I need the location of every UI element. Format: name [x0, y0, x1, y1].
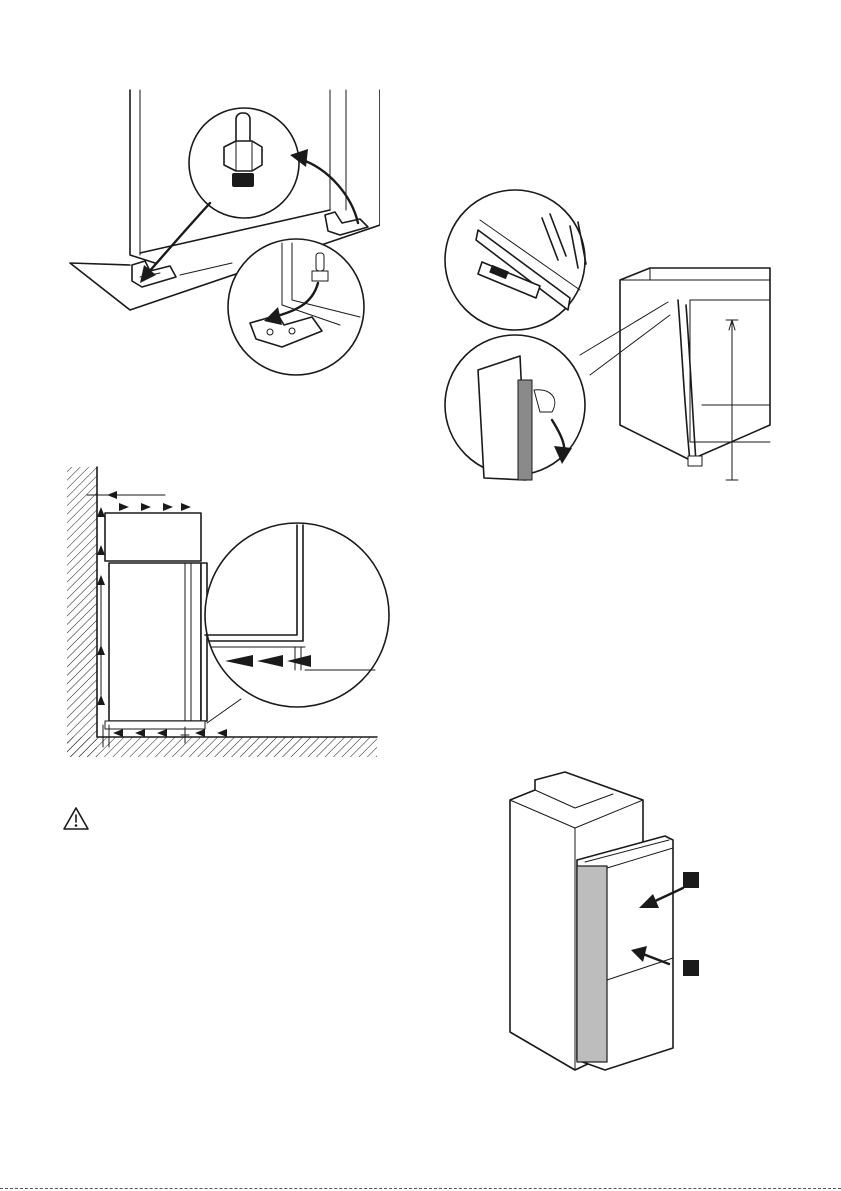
page-bottom-rule — [0, 1188, 841, 1189]
figure-hinge-bracket-fitting — [60, 85, 380, 385]
warning-triangle-icon — [62, 806, 90, 832]
figure-ventilation-airflow-section — [65, 465, 395, 765]
figure-sealing-strip-application — [440, 180, 780, 495]
figure-door-panel-alignment — [505, 770, 705, 1075]
marker-square — [683, 872, 699, 888]
marker-square — [683, 960, 699, 976]
